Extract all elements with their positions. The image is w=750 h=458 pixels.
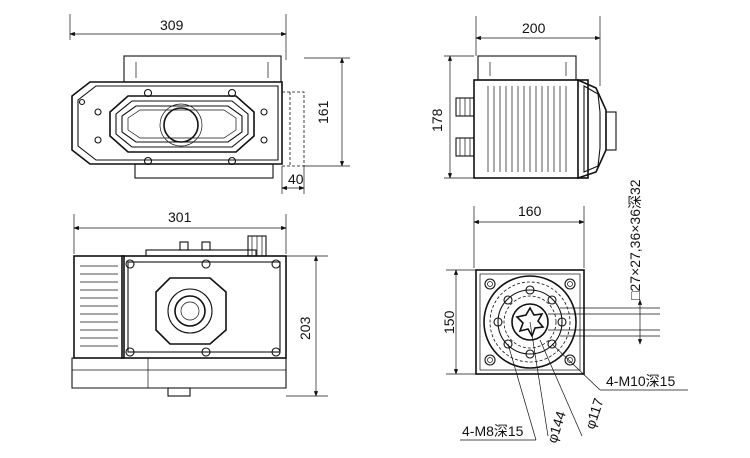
bottom-view: 160 150 □27×27 — [441, 179, 688, 445]
dim-bottom-height: 150 — [441, 310, 457, 334]
dim-top-height: 161 — [315, 100, 331, 124]
label-dia-144: φ144 — [544, 409, 569, 445]
label-thread-m10: 4-M10深15 — [606, 373, 675, 389]
label-thread-m8: 4-M8深15 — [462, 423, 524, 439]
dim-front-height: 203 — [297, 316, 313, 340]
side-view: 200 — [429, 16, 617, 180]
dim-square-spec: □27×27,36×36深32 — [627, 179, 643, 300]
dim-top-offset: 40 — [288, 171, 304, 187]
cooling-fins — [487, 86, 567, 172]
top-view: 309 161 — [69, 14, 350, 194]
dim-top-width: 309 — [160, 17, 184, 33]
dim-front-width: 301 — [168, 209, 192, 225]
front-view: 301 — [71, 209, 328, 397]
dim-side-width: 200 — [522, 20, 546, 36]
dim-side-height: 178 — [429, 108, 445, 132]
label-dia-117: φ117 — [582, 396, 607, 431]
dim-bottom-width: 160 — [518, 203, 542, 219]
